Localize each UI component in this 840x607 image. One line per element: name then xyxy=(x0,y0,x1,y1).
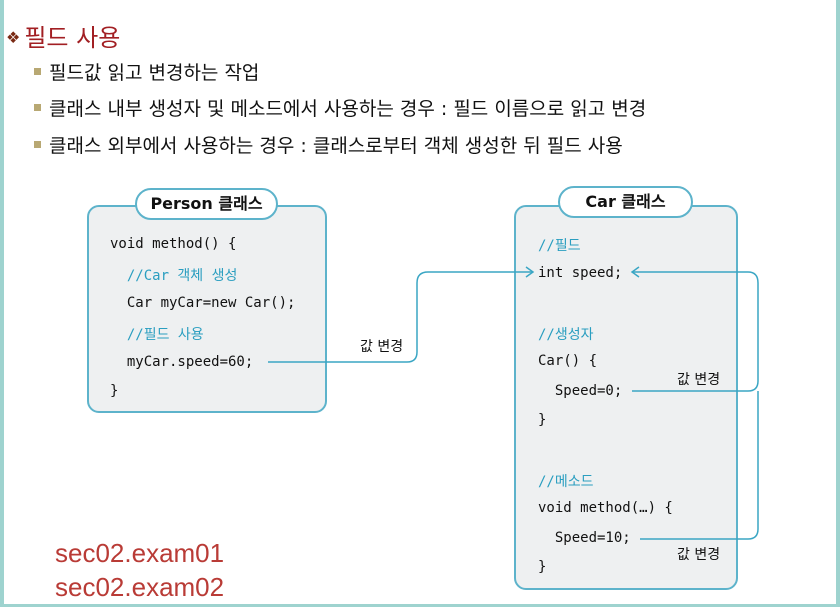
person-code-line: myCar.speed=60; xyxy=(110,354,254,370)
car-code-line: int speed; xyxy=(538,265,623,281)
value-change-label: 값 변경 xyxy=(677,372,721,388)
constructor-to-field-arrow xyxy=(632,271,759,392)
car-code-line: Car() { xyxy=(538,353,598,369)
person-to-field-arrow xyxy=(268,271,533,363)
person-code-comment: //필드 사용 xyxy=(110,327,204,343)
diamond-bullet-icon: ❖ xyxy=(6,28,21,47)
arrow-head-icon xyxy=(630,266,640,278)
bullet-item: 클래스 내부 생성자 및 메소드에서 사용하는 경우 : 필드 이름으로 읽고 … xyxy=(34,94,646,121)
car-code-line: Speed=10; xyxy=(538,530,631,546)
method-to-field-arrow xyxy=(640,391,759,540)
car-code-comment: //필드 xyxy=(538,238,581,254)
person-code-line: void method() { xyxy=(110,236,237,252)
car-code-line: void method(…) { xyxy=(538,500,673,516)
slide-title: ❖필드 사용 xyxy=(6,18,120,53)
bullet-text: 클래스 내부 생성자 및 메소드에서 사용하는 경우 : 필드 이름으로 읽고 … xyxy=(49,98,647,120)
bullet-text: 클래스 외부에서 사용하는 경우 : 클래스로부터 객체 생성한 뒤 필드 사용 xyxy=(49,135,623,157)
car-code-line: Speed=0; xyxy=(538,383,623,399)
car-code-comment: //메소드 xyxy=(538,474,594,490)
square-bullet-icon xyxy=(34,141,41,148)
person-code-line: } xyxy=(110,383,119,399)
bullet-item: 필드값 읽고 변경하는 작업 xyxy=(34,58,259,85)
arrow-head-icon xyxy=(525,266,535,278)
person-class-header: Person 클래스 xyxy=(135,188,278,220)
square-bullet-icon xyxy=(34,68,41,75)
person-class-box xyxy=(87,205,327,413)
car-code-line: } xyxy=(538,412,547,428)
bullet-text: 필드값 읽고 변경하는 작업 xyxy=(49,62,260,84)
bullet-item: 클래스 외부에서 사용하는 경우 : 클래스로부터 객체 생성한 뒤 필드 사용 xyxy=(34,131,623,158)
car-class-header: Car 클래스 xyxy=(558,186,693,218)
example-ref: sec02.exam02 xyxy=(55,572,225,602)
value-change-label: 값 변경 xyxy=(360,339,404,355)
person-code-comment: //Car 객체 생성 xyxy=(110,268,238,284)
example-ref: sec02.exam01 xyxy=(55,538,225,568)
value-change-label: 값 변경 xyxy=(677,547,721,563)
square-bullet-icon xyxy=(34,104,41,111)
person-code-line: Car myCar=new Car(); xyxy=(110,295,296,311)
car-code-comment: //생성자 xyxy=(538,327,594,343)
car-code-line: } xyxy=(538,559,547,575)
car-class-box xyxy=(514,205,738,590)
slide-title-text: 필드 사용 xyxy=(24,24,121,52)
